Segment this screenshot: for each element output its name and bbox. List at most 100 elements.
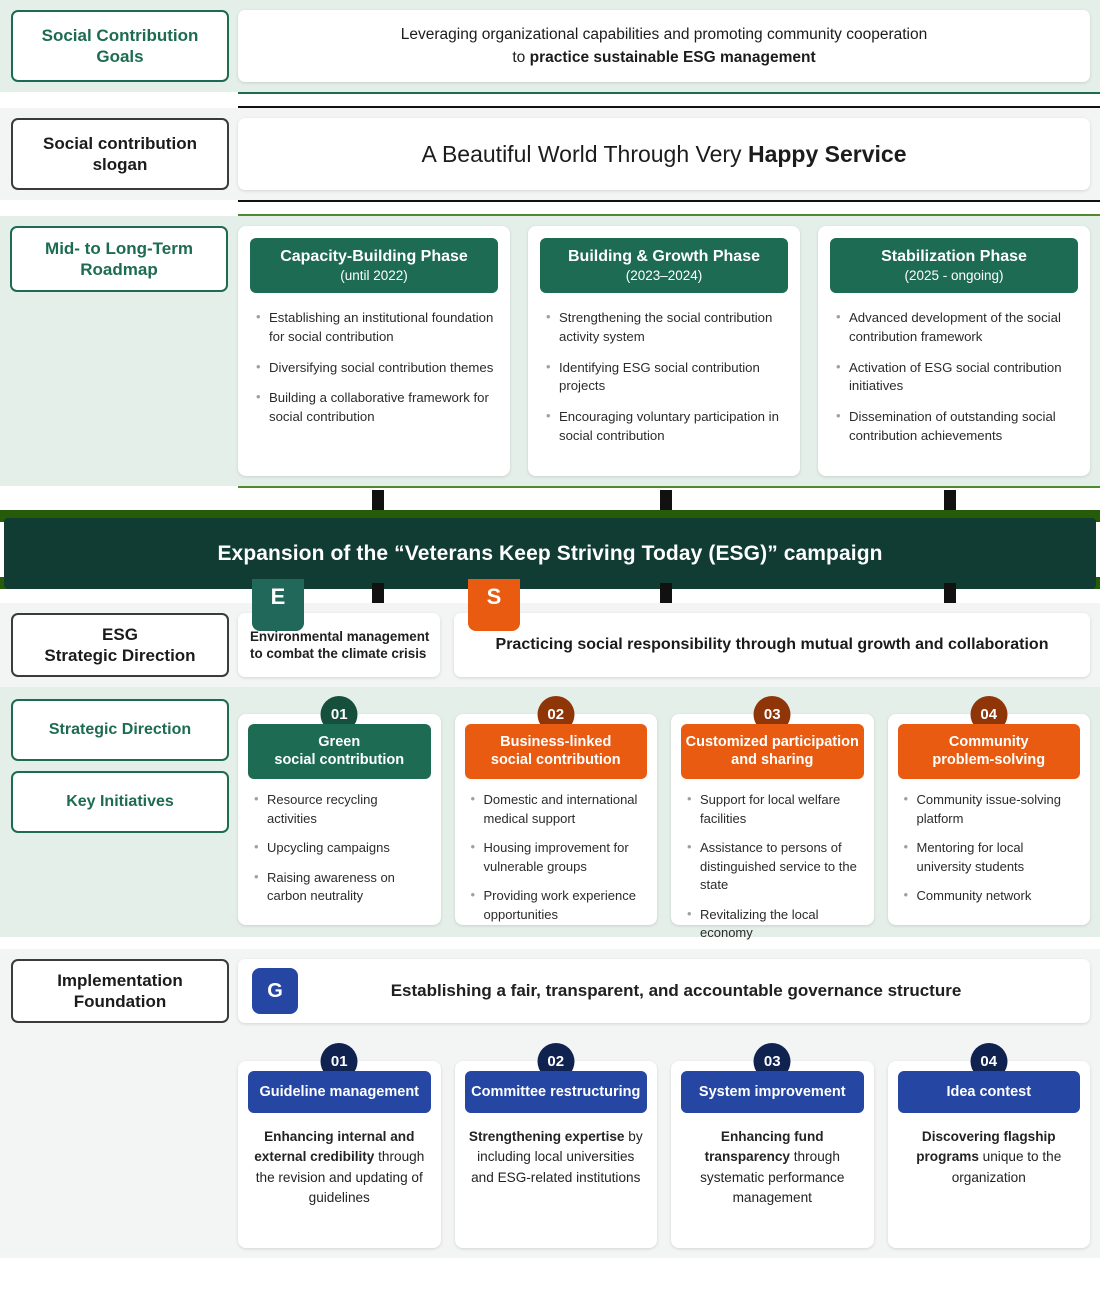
governance-content-column: 01 Guideline management Enhancing intern… bbox=[238, 1033, 1100, 1258]
roadmap-phase-card[interactable]: Building & Growth Phase (2023–2024) Stre… bbox=[528, 226, 800, 476]
phase-bullet-list: Advanced development of the social contr… bbox=[830, 308, 1078, 445]
connector-bar-bottom-1 bbox=[372, 583, 384, 603]
phase-header: Stabilization Phase (2025 - ongoing) bbox=[830, 238, 1078, 294]
governance-card-body: Strengthening expertise by including loc… bbox=[465, 1127, 648, 1188]
roadmap-phase-card[interactable]: Capacity-Building Phase (until 2022) Est… bbox=[238, 226, 510, 476]
governance-card[interactable]: 02 Committee restructuring Strengthening… bbox=[454, 1043, 657, 1248]
strategy-bullet-item: Upcycling campaigns bbox=[254, 838, 429, 857]
goals-line-2-prefix: to bbox=[512, 49, 530, 66]
phase-bullet-item: Advanced development of the social contr… bbox=[836, 308, 1076, 346]
governance-card-body: Enhancing fund transparency through syst… bbox=[681, 1127, 864, 1209]
phase-bullet-item: Strengthening the social contribution ac… bbox=[546, 308, 786, 346]
goals-line-2: to practice sustainable ESG management bbox=[512, 46, 815, 69]
strategy-bullet-item: Community network bbox=[904, 886, 1079, 905]
governance-card-body: Discovering flagship programs unique to … bbox=[898, 1127, 1081, 1188]
phase-title: Capacity-Building Phase bbox=[280, 248, 468, 265]
divider-teal-goals bbox=[238, 92, 1100, 94]
slogan-panel: A Beautiful World Through Very Happy Ser… bbox=[238, 118, 1090, 190]
phase-period: (until 2022) bbox=[340, 268, 408, 284]
implementation-text: Establishing a fair, transparent, and ac… bbox=[390, 981, 962, 1000]
strategy-bullet-item: Resource recycling activities bbox=[254, 790, 429, 828]
goals-content-column: Leveraging organizational capabilities a… bbox=[238, 0, 1100, 92]
strategy-bullet-list: Domestic and international medical suppo… bbox=[465, 790, 648, 924]
governance-card[interactable]: 04 Idea contest Discovering flagship pro… bbox=[887, 1043, 1090, 1248]
governance-card-title: Guideline management bbox=[248, 1071, 431, 1113]
strategy-bullet-item: Assistance to persons of distinguished s… bbox=[687, 838, 862, 894]
implementation-panel: G Establishing a fair, transparent, and … bbox=[238, 959, 1090, 1023]
strategy-bullet-item: Revitalizing the local economy bbox=[687, 905, 862, 943]
governance-card-title: Idea contest bbox=[897, 1071, 1080, 1113]
key-initiatives-label: Key Initiatives bbox=[11, 771, 229, 833]
divider-black-slogan-bottom bbox=[238, 200, 1100, 202]
phase-bullet-item: Dissemination of outstanding social cont… bbox=[836, 407, 1076, 445]
esg-pillar-row: E Environmental management to combat the… bbox=[238, 579, 1090, 677]
strategy-bullet-item: Domestic and international medical suppo… bbox=[471, 790, 646, 828]
esg-pillar-environment[interactable]: E Environmental management to combat the… bbox=[238, 579, 440, 677]
phase-bullet-item: Activation of ESG social contribution in… bbox=[836, 358, 1076, 396]
strategy-label-column: Strategic Direction Key Initiatives bbox=[0, 687, 238, 937]
strategic-direction-label: Strategic Direction bbox=[11, 699, 229, 761]
roadmap-content-column: Capacity-Building Phase (until 2022) Est… bbox=[238, 216, 1100, 486]
slogan-text: A Beautiful World Through Very Happy Ser… bbox=[422, 141, 907, 168]
governance-card-body-rest: unique to the organization bbox=[951, 1149, 1062, 1185]
esg-pillar-social-text: Practicing social responsibility through… bbox=[495, 636, 1049, 653]
phase-bullet-list: Strengthening the social contribution ac… bbox=[540, 308, 788, 445]
implementation-content-column: G Establishing a fair, transparent, and … bbox=[238, 949, 1100, 1033]
governance-card-body-bold: Enhancing internal and external credibil… bbox=[254, 1129, 415, 1165]
phase-period: (2025 - ongoing) bbox=[904, 268, 1004, 284]
phase-title: Building & Growth Phase bbox=[567, 248, 760, 265]
campaign-banner-title: Expansion of the “Veterans Keep Striving… bbox=[4, 518, 1096, 589]
esg-badge-e: E bbox=[252, 579, 304, 631]
spacer-strategy-implementation bbox=[0, 937, 1100, 949]
phase-bullet-item: Diversifying social contribution themes bbox=[256, 358, 496, 378]
governance-card-body-rest: through systematic performance managemen… bbox=[700, 1149, 845, 1206]
governance-card-body-rest: by including local universities and ESG-… bbox=[471, 1129, 643, 1185]
governance-card-body-bold: Strengthening expertise bbox=[468, 1129, 625, 1144]
esg-pillar-environment-text: Environmental management to combat the c… bbox=[250, 628, 430, 661]
governance-card-body-rest: through the revision and updating of gui… bbox=[255, 1149, 425, 1206]
connector-bar-top-2 bbox=[660, 490, 672, 510]
phase-bullet-list: Establishing an institutional foundation… bbox=[250, 308, 498, 427]
divider-olive-roadmap-top bbox=[238, 214, 1100, 216]
spacer-goals-slogan bbox=[0, 94, 1100, 106]
goals-line-1: Leveraging organizational capabilities a… bbox=[400, 25, 928, 43]
governance-card[interactable]: 01 Guideline management Enhancing intern… bbox=[238, 1043, 441, 1248]
governance-card[interactable]: 03 System improvement Enhancing fund tra… bbox=[671, 1043, 874, 1248]
strategy-bullet-list: Resource recycling activities Upcycling … bbox=[248, 790, 431, 905]
roadmap-phase-grid: Capacity-Building Phase (until 2022) Est… bbox=[238, 226, 1090, 476]
strategy-bullet-item: Support for local welfare facilities bbox=[687, 790, 862, 828]
governance-card-body: Enhancing internal and external credibil… bbox=[248, 1127, 431, 1209]
roadmap-phase-card[interactable]: Stabilization Phase (2025 - ongoing) Adv… bbox=[818, 226, 1090, 476]
esg-badge-s: S bbox=[468, 579, 520, 631]
strategy-bullet-item: Providing work experience opportunities bbox=[471, 886, 646, 924]
section-strategic-direction-initiatives: Strategic Direction Key Initiatives 01 G… bbox=[0, 687, 1100, 940]
governance-badge-g: G bbox=[252, 968, 298, 1014]
section-governance-cards: 01 Guideline management Enhancing intern… bbox=[0, 1033, 1100, 1258]
phase-period: (2023–2024) bbox=[625, 268, 703, 284]
phase-bullet-item: Building a collaborative framework for s… bbox=[256, 388, 496, 426]
strategy-bullet-item: Community issue-solving platform bbox=[904, 790, 1079, 828]
phase-header: Capacity-Building Phase (until 2022) bbox=[250, 238, 498, 294]
governance-card-title: Committee restructuring bbox=[464, 1071, 647, 1113]
esg-pillar-social[interactable]: S Practicing social responsibility throu… bbox=[454, 579, 1090, 677]
phase-title: Stabilization Phase bbox=[881, 248, 1027, 265]
